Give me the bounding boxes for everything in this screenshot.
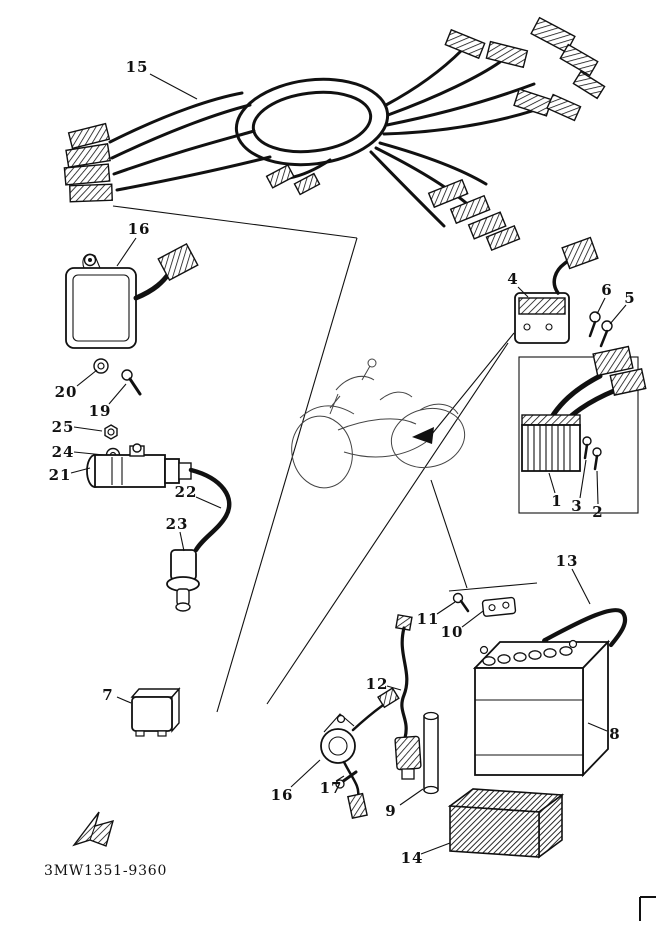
part-callout-6: 6 [601, 281, 613, 299]
part-callout-16: 16 [127, 220, 151, 238]
part-callout-11: 11 [416, 610, 440, 628]
part-callout-15: 15 [125, 58, 149, 76]
regulator-16 [65, 242, 199, 349]
ignition-coil-21 [86, 443, 192, 488]
part-callout-17: 17 [319, 779, 343, 797]
part-callout-10: 10 [440, 623, 464, 641]
part-callout-12: 12 [365, 675, 389, 693]
battery-8 [472, 639, 611, 778]
part-callout-16: 16 [270, 786, 294, 804]
nut-25 [104, 424, 118, 440]
screw-2 [592, 447, 602, 471]
battery-lead-12 [394, 614, 422, 780]
battery-cable-13 [542, 607, 628, 648]
part-callout-3: 3 [571, 497, 583, 515]
part-callout-19: 19 [88, 402, 112, 420]
part-callout-7: 7 [102, 686, 114, 704]
ignition-coil-16 [320, 687, 400, 820]
part-callout-1: 1 [551, 492, 563, 510]
plug-cap-23 [166, 549, 200, 612]
construction-lines [112, 205, 538, 713]
front-direction-marker [72, 811, 115, 847]
washer-20 [93, 358, 109, 374]
bolt-17 [335, 770, 358, 789]
rectifier-1 [521, 414, 581, 472]
corner-mark [639, 896, 656, 921]
part-callout-2: 2 [592, 503, 604, 521]
bolt-11 [452, 592, 470, 613]
screw-6 [588, 311, 601, 338]
part-callout-9: 9 [385, 802, 397, 820]
part-callout-5: 5 [624, 289, 636, 307]
callout-leader-lines [70, 73, 627, 855]
relay-4 [514, 236, 599, 344]
part-callout-8: 8 [609, 725, 621, 743]
part-callout-4: 4 [507, 270, 519, 288]
tube-9 [423, 711, 439, 795]
screw-5 [599, 320, 613, 348]
part-callout-25: 25 [51, 418, 75, 436]
screw-19 [121, 369, 142, 396]
diagram-code: 3MW1351-9360 [44, 863, 168, 879]
clamp-10 [481, 596, 517, 617]
part-callout-23: 23 [165, 515, 189, 533]
part-callout-21: 21 [48, 466, 72, 484]
screw-3 [582, 436, 592, 460]
location-arrow [412, 427, 434, 444]
relay-7 [130, 687, 181, 737]
battery-band-14 [447, 788, 565, 859]
part-callout-13: 13 [555, 552, 579, 570]
motorcycle-outline [291, 358, 466, 489]
part-callout-22: 22 [174, 483, 198, 501]
part-callout-24: 24 [51, 443, 75, 461]
part-callout-14: 14 [400, 849, 424, 867]
wiring-harness-15 [63, 16, 606, 252]
part-callout-20: 20 [54, 383, 78, 401]
high-tension-lead-22 [188, 467, 232, 553]
